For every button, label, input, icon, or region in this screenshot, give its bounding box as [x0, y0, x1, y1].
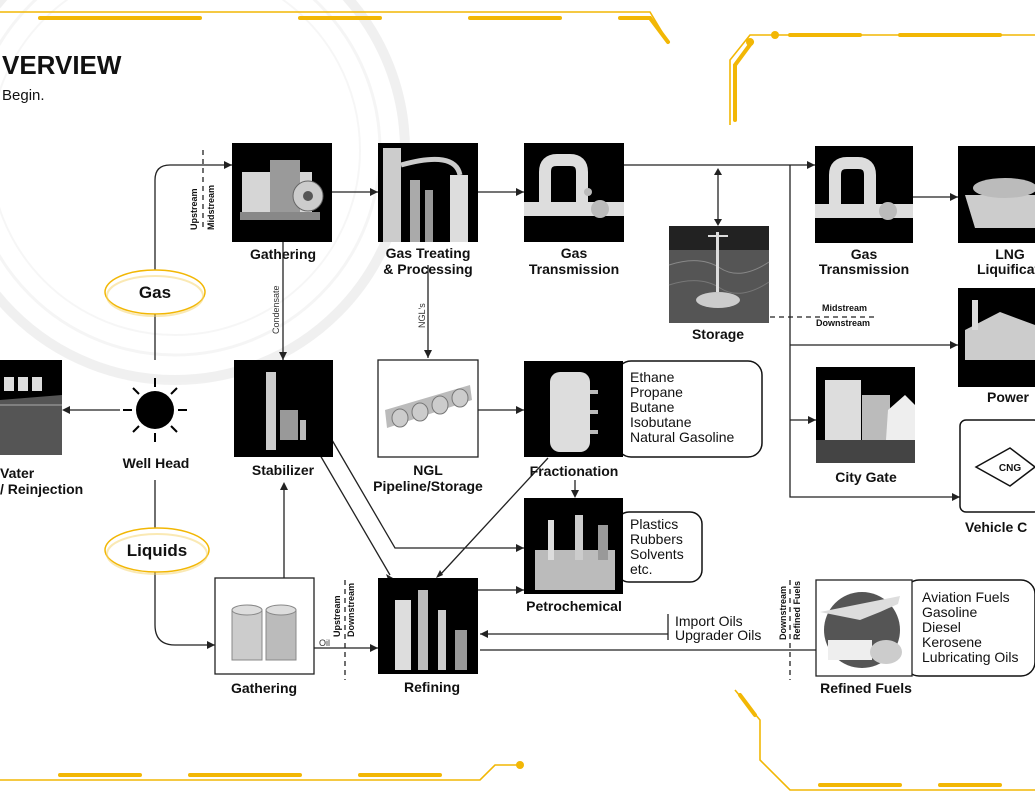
gas-treating-tile[interactable] [378, 143, 478, 242]
fractionation-list-item: Propane [630, 384, 683, 400]
gas-transmission-b-label-1: Gas [851, 246, 878, 262]
stabilizer-label: Stabilizer [252, 462, 315, 478]
circuit-decoration-bottom-left [0, 761, 524, 781]
city-gate-label: City Gate [835, 469, 897, 485]
vehicle-tile[interactable]: CNG [959, 419, 1035, 513]
imports-list-item: Upgrader Oils [675, 627, 761, 643]
petrochemical-list-item: Rubbers [630, 531, 683, 547]
lng-label-2: Liquificati [977, 261, 1035, 277]
oil-label: Oil [319, 638, 330, 648]
condensate-label: Condensate [271, 285, 281, 334]
gas-transmission-b-tile[interactable] [815, 146, 913, 243]
midstream-label: Midstream [822, 303, 867, 313]
ngl-tile[interactable] [377, 359, 479, 458]
arrowheads [62, 161, 960, 652]
fractionation-list-item: Butane [630, 399, 675, 415]
refined-fuels-list-item: Lubricating Oils [922, 649, 1019, 665]
ngl-label-2: Pipeline/Storage [373, 478, 483, 494]
ngl-label-1: NGL [413, 462, 443, 478]
gathering-gas-tile[interactable] [232, 143, 332, 242]
city-gate-tile[interactable] [816, 367, 915, 463]
downstream-label: Downstream [816, 318, 870, 328]
upstream-label-2: Upstream [332, 595, 342, 637]
gathering-gas-label: Gathering [250, 246, 316, 262]
refined-fuels-tile[interactable] [815, 579, 1035, 677]
petrochemical-list-item: Solvents [630, 546, 684, 562]
refined-fuels-list-item: Aviation Fuels [922, 589, 1010, 605]
gathering-liquids-label: Gathering [231, 680, 297, 696]
gas-transmission-tile[interactable] [524, 143, 624, 242]
petrochemical-list-item: etc. [630, 561, 653, 577]
ngls-label: NGL's [417, 303, 427, 328]
liquids-pill-label: Liquids [127, 541, 187, 560]
upstream-label: Upstream [189, 188, 199, 230]
gas-transmission-label-1: Gas [561, 245, 588, 261]
refined-fuels-list-item: Kerosene [922, 634, 982, 650]
refined-fuels-label-v: Refined Fuels [792, 581, 802, 640]
liquids-pill[interactable]: Liquids [104, 527, 210, 575]
gathering-liquids-tile[interactable] [214, 577, 315, 675]
water-label: Vater [0, 465, 35, 481]
circuit-decoration-top-right [729, 31, 1035, 125]
gas-treating-label-2: & Processing [383, 261, 472, 277]
power-label: Power [987, 389, 1030, 405]
storage-label: Storage [692, 326, 744, 342]
fractionation-label: Fractionation [530, 463, 619, 479]
petrochemical-label: Petrochemical [526, 598, 622, 614]
well-head-icon[interactable] [123, 378, 187, 442]
storage-tile[interactable] [668, 226, 770, 323]
gas-pill-label: Gas [139, 283, 171, 302]
lng-label-1: LNG [995, 246, 1025, 262]
refined-fuels-list-item: Diesel [922, 619, 961, 635]
downstream-label-2: Downstream [346, 583, 356, 637]
refined-fuels-list-item: Gasoline [922, 604, 977, 620]
circuit-decoration-bottom-right [734, 689, 1035, 791]
vehicle-label: Vehicle C [965, 519, 1027, 535]
midstream-label-v: Midstream [206, 185, 216, 230]
cng-label: CNG [999, 463, 1021, 474]
refining-label: Refining [404, 679, 460, 695]
fractionation-list-item: Ethane [630, 369, 675, 385]
circuit-decoration-top-left [0, 11, 670, 44]
downstream-label-3: Downstream [778, 586, 788, 640]
fractionation-list-item: Isobutane [630, 414, 692, 430]
petrochemical-list-item: Plastics [630, 516, 678, 532]
gas-pill[interactable]: Gas [104, 269, 206, 317]
gas-treating-label-1: Gas Treating [386, 245, 471, 261]
page-title: VERVIEW [2, 50, 122, 80]
gas-transmission-label-2: Transmission [529, 261, 619, 277]
refining-tile[interactable] [378, 578, 478, 674]
power-tile[interactable] [958, 288, 1035, 387]
page-subtitle: Begin. [2, 87, 45, 104]
flow-lines [66, 150, 1035, 680]
fractionation-tile[interactable] [524, 360, 763, 458]
petrochemical-tile[interactable] [524, 498, 703, 594]
lng-tile[interactable] [958, 146, 1035, 243]
water-label-2: / Reinjection [0, 481, 83, 497]
stabilizer-tile[interactable] [234, 360, 333, 457]
fractionation-list-item: Natural Gasoline [630, 429, 734, 445]
gas-transmission-b-label-2: Transmission [819, 261, 909, 277]
refined-fuels-label: Refined Fuels [820, 680, 912, 696]
well-head-label: Well Head [123, 455, 190, 471]
imports-list-item: Import Oils [675, 613, 743, 629]
water-tile[interactable] [0, 360, 62, 455]
